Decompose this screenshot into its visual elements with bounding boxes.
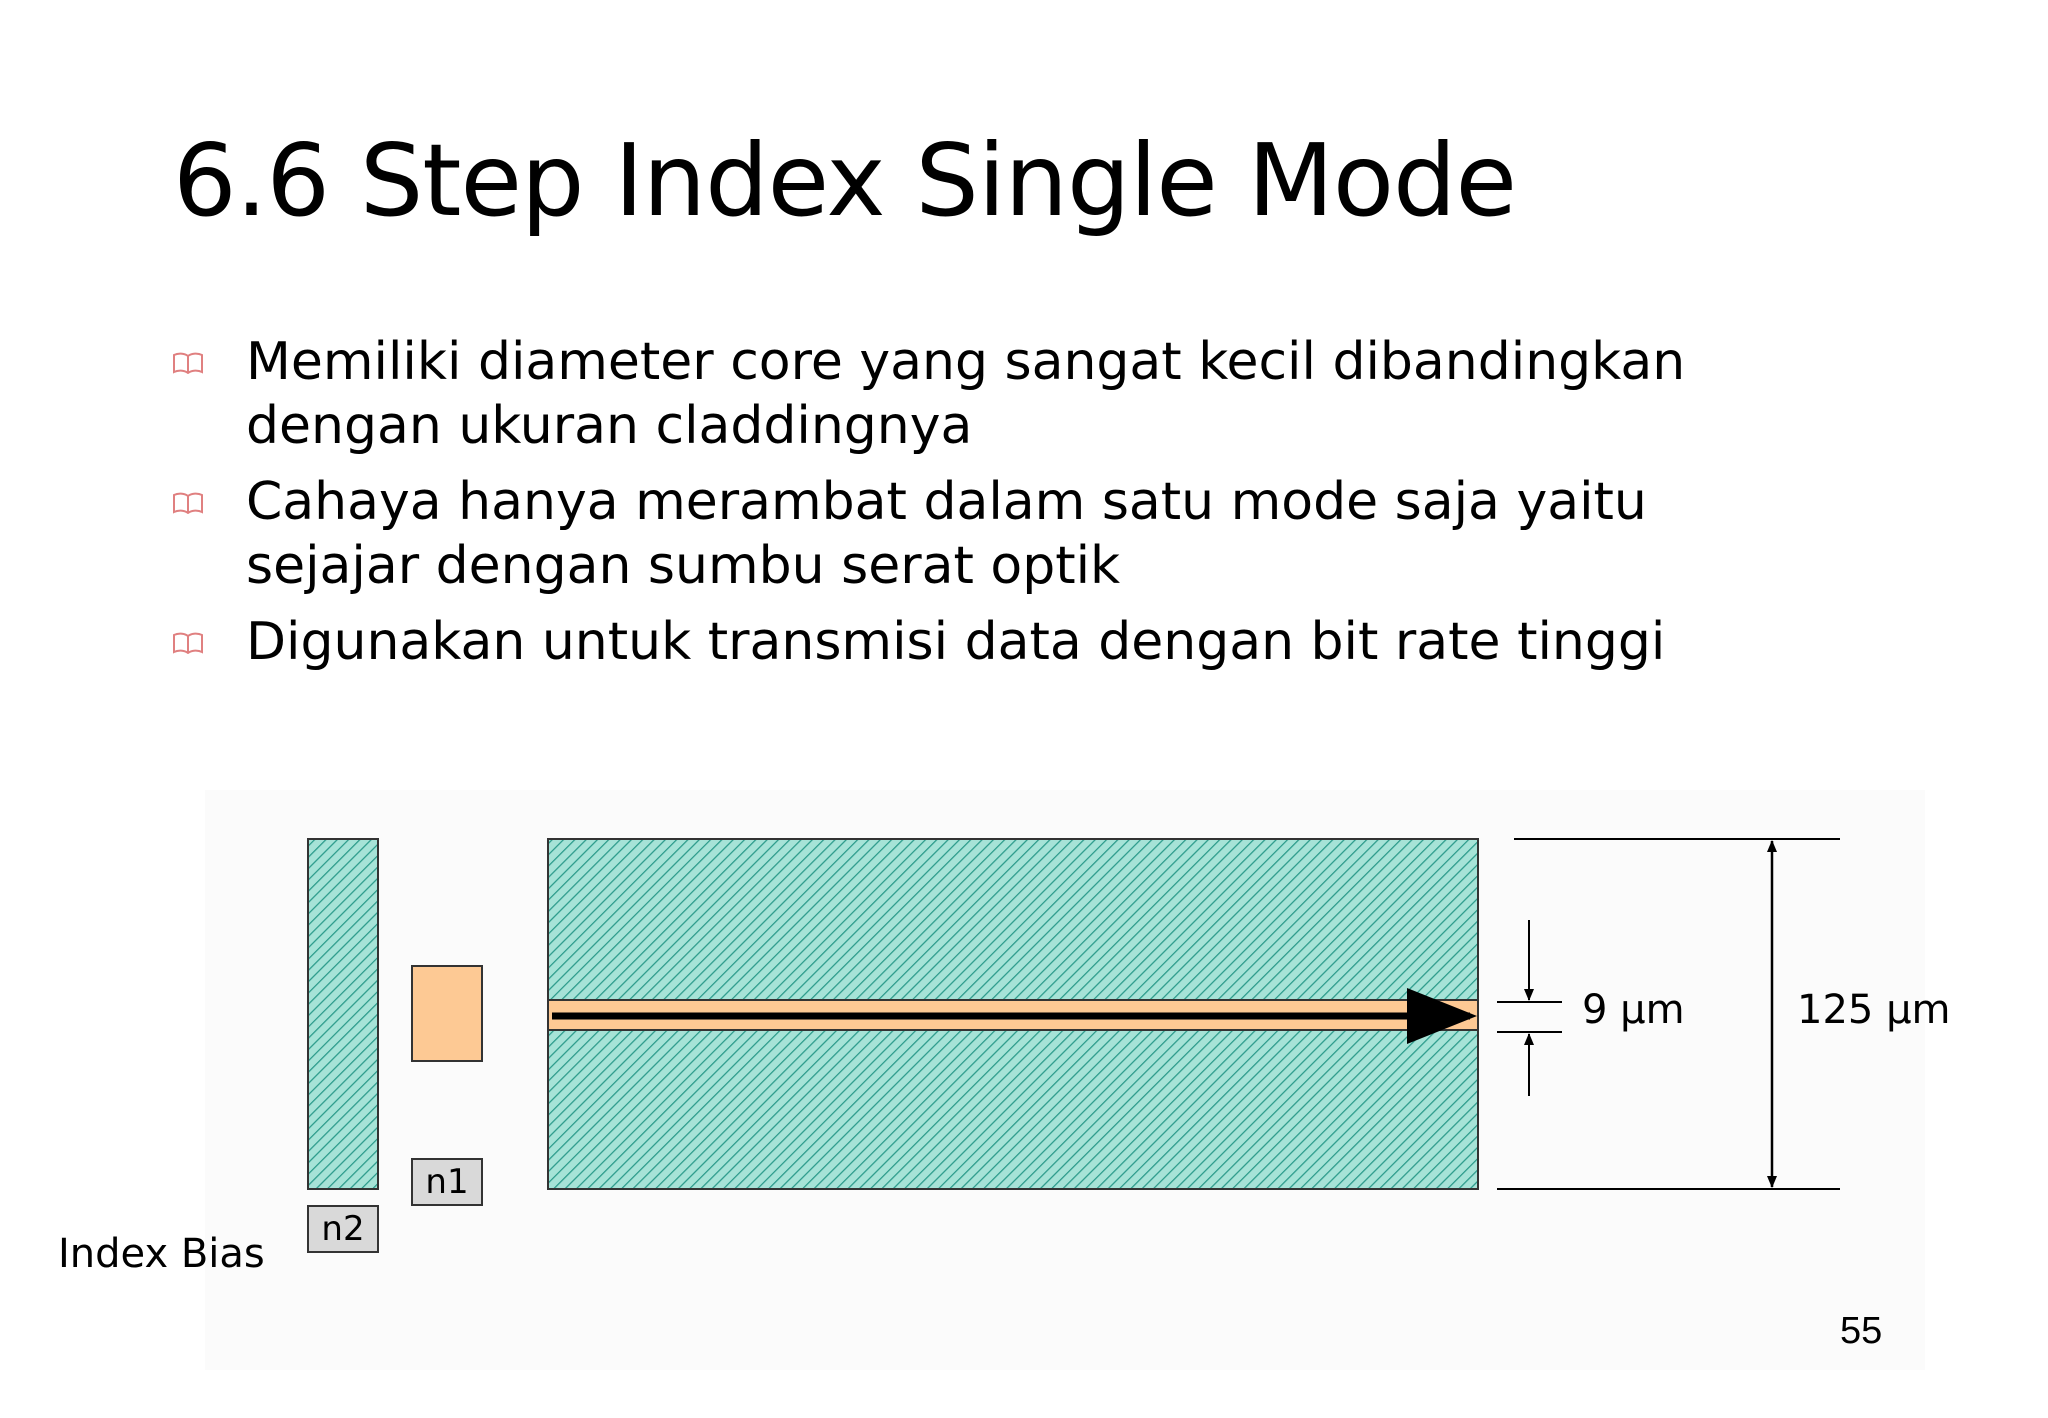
- cladding-diameter-label: 125 µm: [1797, 987, 1950, 1033]
- n2-label-box: [307, 1205, 379, 1253]
- book-icon: [173, 632, 203, 654]
- fiber-diagram: n1 n2 Index Bias 9 µm 125 µm: [58, 790, 1950, 1370]
- index-bias-label: Index Bias: [58, 1231, 265, 1277]
- core-index-bar: [411, 965, 483, 1062]
- book-icon: [173, 492, 203, 514]
- n1-label: n1: [425, 1162, 468, 1202]
- cladding-index-bar: [307, 838, 379, 1190]
- bullet-item: Digunakan untuk transmisi data dengan bi…: [173, 610, 1833, 674]
- core-diameter-label: 9 µm: [1582, 987, 1685, 1033]
- slide-title: 6.6 Step Index Single Mode: [173, 122, 1517, 239]
- n1-label-box: [411, 1158, 483, 1206]
- bullet-list: Memiliki diameter core yang sangat kecil…: [173, 330, 1833, 686]
- bullet-item: Memiliki diameter core yang sangat kecil…: [173, 330, 1833, 458]
- book-icon: [173, 352, 203, 374]
- bullet-text: Cahaya hanya merambat dalam satu mode sa…: [246, 472, 1647, 596]
- bullet-text: Digunakan untuk transmisi data dengan bi…: [246, 612, 1666, 672]
- bullet-item: Cahaya hanya merambat dalam satu mode sa…: [173, 470, 1833, 598]
- bullet-text: Memiliki diameter core yang sangat kecil…: [246, 332, 1686, 456]
- page-number: 55: [1840, 1310, 1883, 1352]
- n2-label: n2: [321, 1209, 364, 1249]
